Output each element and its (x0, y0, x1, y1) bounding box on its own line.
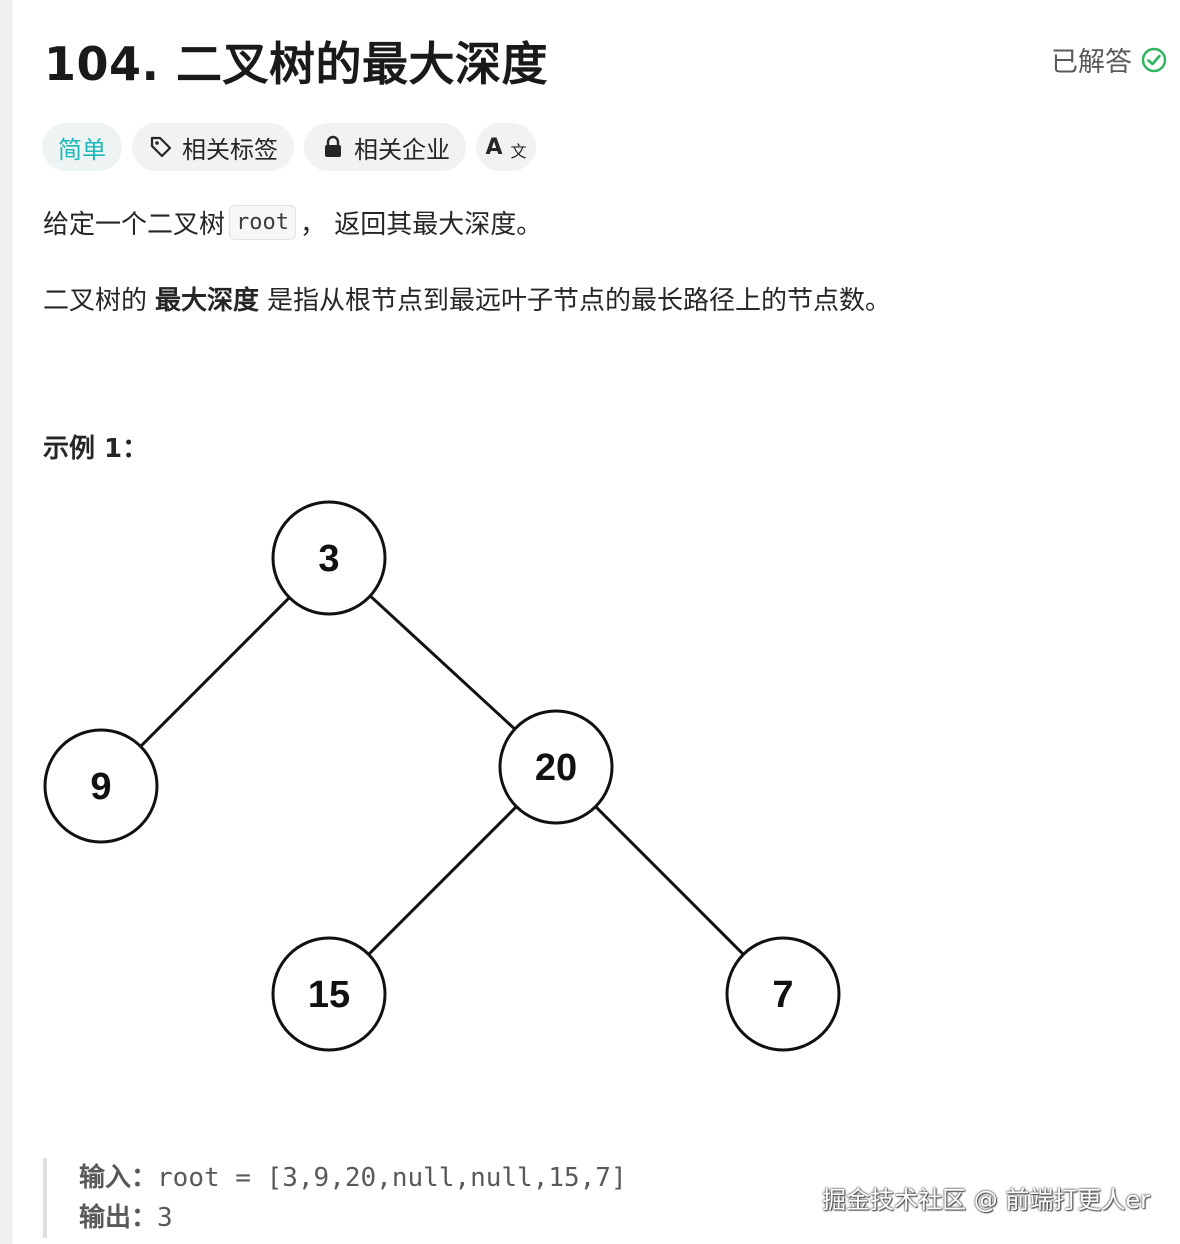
problem-title: 104. 二叉树的最大深度 (44, 37, 549, 91)
related-topics-button[interactable]: 相关标签 (132, 123, 294, 171)
tree-node-circle (498, 709, 614, 825)
left-rail (0, 0, 12, 1244)
example-input: 输入：root = [3,9,20,null,null,15,7] (79, 1163, 627, 1193)
example-output: 输出：3 (79, 1203, 173, 1233)
related-companies-button[interactable]: 相关企业 (304, 123, 466, 171)
translate-icon: A (485, 134, 503, 160)
tree-node-circle (43, 728, 159, 844)
tree-node-label: 20 (535, 747, 577, 789)
tree-node-circle (271, 936, 387, 1052)
description-line-1: 给定一个二叉树 root ， 返回其最大深度。 (43, 204, 542, 241)
check-circle-icon (1141, 47, 1167, 72)
related-companies-label: 相关企业 (354, 135, 450, 164)
tree-node-label: 7 (772, 974, 793, 1016)
tag-icon (150, 136, 172, 158)
example-title: 示例 1： (43, 434, 149, 464)
bold-term: 最大深度 (155, 286, 260, 316)
inline-code-root: root (229, 205, 296, 240)
tree-node-label: 9 (90, 766, 111, 808)
lock-icon (325, 135, 341, 157)
tree-edge (369, 594, 516, 731)
tree-edge (367, 805, 518, 956)
binary-tree-diagram: 3 9 20 15 7 (43, 500, 841, 1052)
tree-edge (594, 805, 745, 956)
example-io-block: 输入：root = [3,9,20,null,null,15,7] 输出：3 (43, 1158, 743, 1238)
description-line-2: 二叉树的 最大深度 是指从根节点到最远叶子节点的最长路径上的节点数。 (43, 280, 891, 317)
difficulty-label: 简单 (58, 135, 106, 164)
tree-node-label: 15 (308, 974, 350, 1016)
watermark: 掘金技术社区 @ 前端打更人er (822, 1186, 1150, 1214)
tree-node-circle (271, 500, 387, 616)
solved-label: 已解答 (1051, 47, 1132, 78)
difficulty-badge[interactable]: 简单 (42, 123, 122, 171)
solved-status: 已解答 (1051, 40, 1168, 79)
tree-node-circle (725, 936, 841, 1052)
tree-node-label: 3 (318, 538, 339, 580)
tree-edge (139, 596, 291, 748)
related-topics-label: 相关标签 (182, 135, 278, 164)
